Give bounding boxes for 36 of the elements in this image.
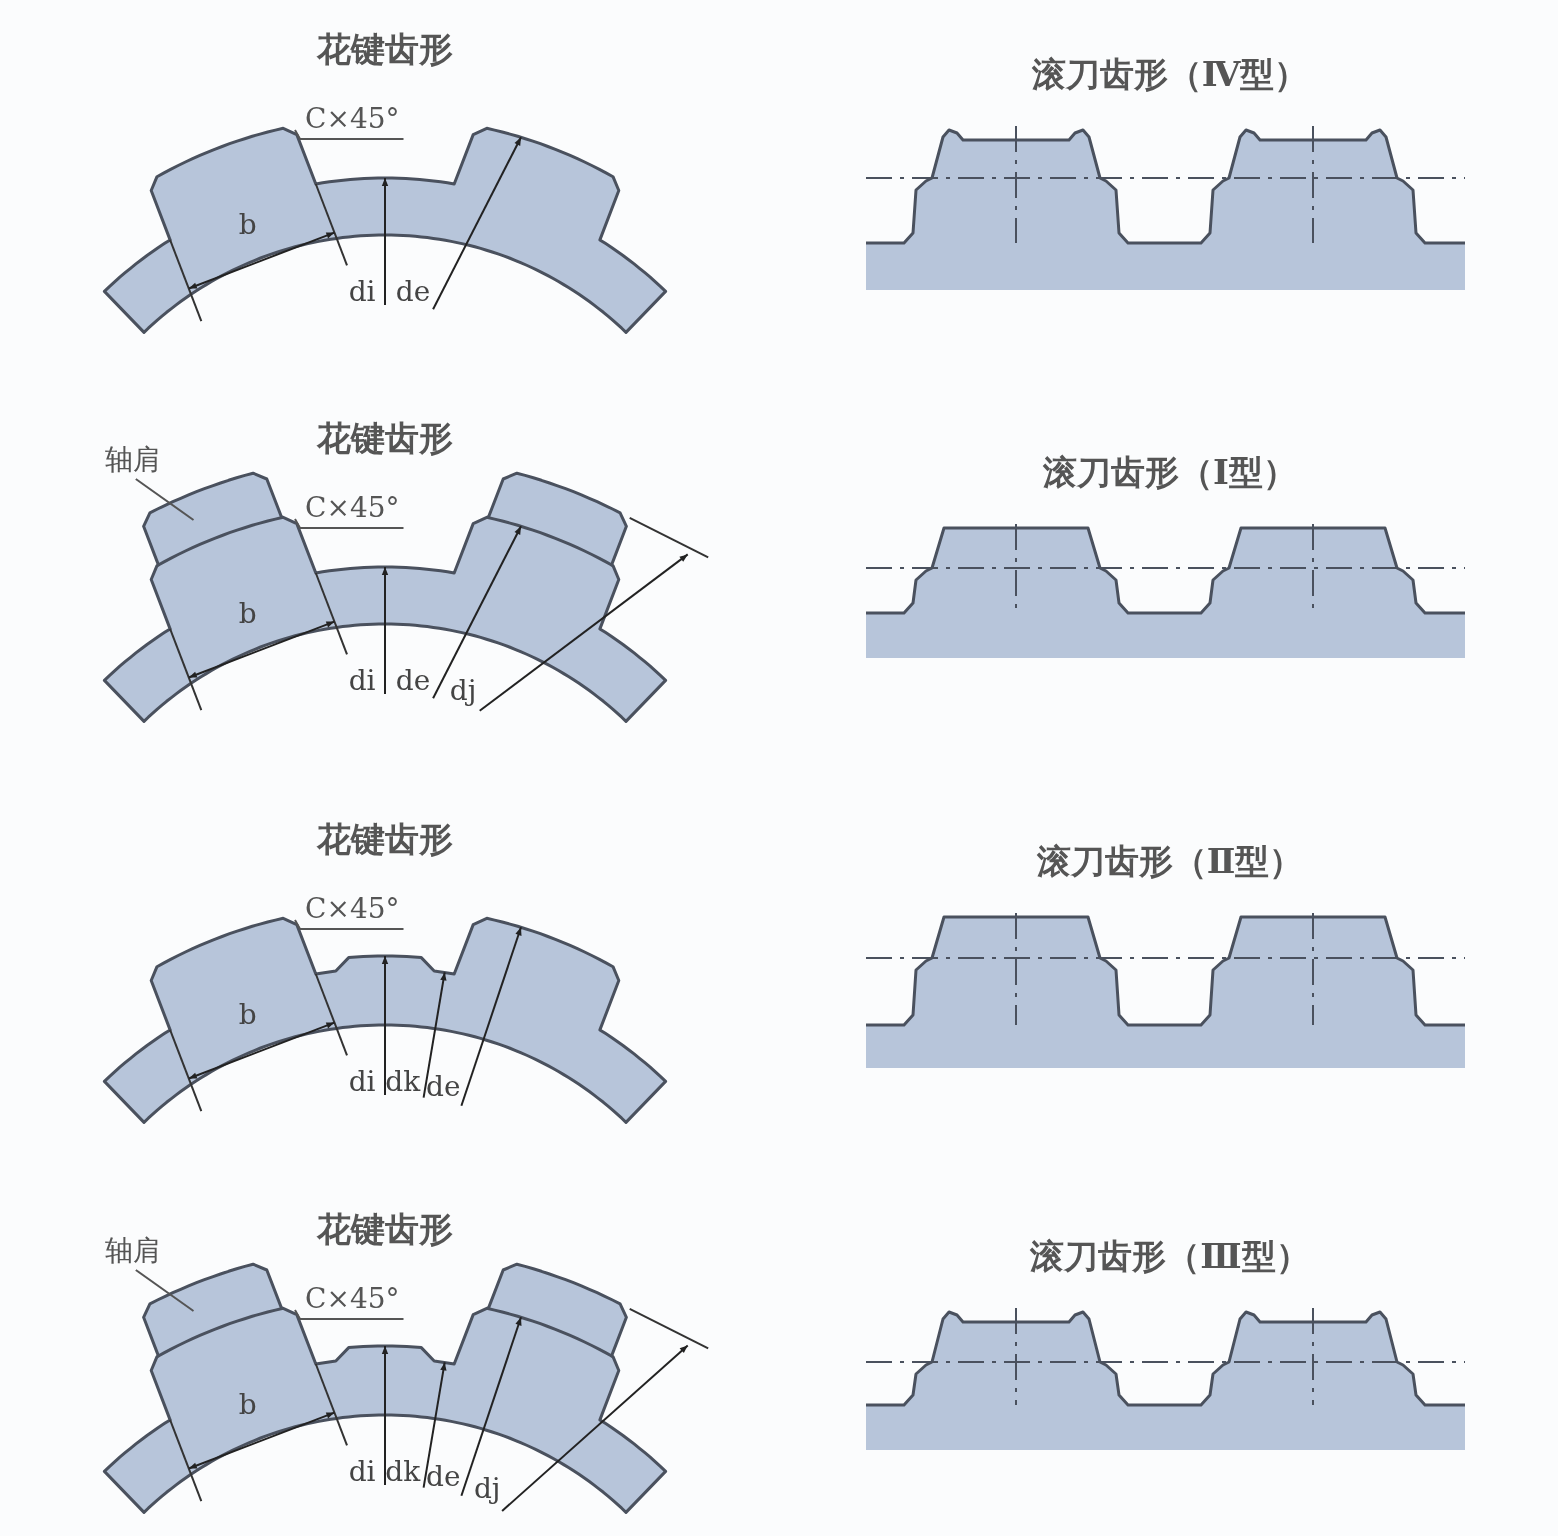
annotation-text: C×45° [305, 491, 400, 525]
leader-line [294, 918, 405, 930]
dimension-label: de [425, 1459, 461, 1493]
drawing-title: 花键齿形 [317, 818, 453, 861]
drawing-title: 滚刀齿形（Ⅳ型） [1031, 53, 1309, 96]
leader-line [134, 1269, 195, 1312]
part-label: 轴肩 [105, 443, 161, 477]
dimension-label: de [425, 1069, 461, 1103]
annotation-text: C×45° [305, 1282, 400, 1316]
leader-line [294, 517, 405, 529]
dimension-label: dk [385, 1064, 421, 1098]
part-label: 轴肩 [105, 1234, 161, 1268]
dimension-label: b [238, 997, 257, 1031]
dimension-label: b [238, 207, 257, 241]
dimension-label: di [348, 274, 376, 308]
leader-line [134, 478, 195, 521]
dimension-label: de [395, 663, 431, 697]
dimension-label: b [238, 1387, 257, 1421]
dimension-label: di [348, 663, 376, 697]
dimension-label: dk [385, 1454, 421, 1488]
annotation-text: C×45° [305, 892, 400, 926]
dimension-label: b [238, 596, 257, 630]
dimension-label: de [395, 274, 431, 308]
drawing-title: 滚刀齿形（Ⅱ型） [1036, 840, 1304, 883]
dimension-label: dj [449, 673, 477, 707]
leader-line [294, 1308, 405, 1320]
drawing-title: 花键齿形 [317, 417, 453, 460]
dimension-label: di [348, 1454, 376, 1488]
drawing-title: 花键齿形 [317, 28, 453, 71]
drawing-title: 滚刀齿形（Ⅲ型） [1030, 1235, 1310, 1278]
drawing-title: 滚刀齿形（Ⅰ型） [1043, 451, 1297, 494]
dimension-label: dj [473, 1472, 501, 1505]
dimension-label: di [348, 1064, 376, 1098]
leader-line [294, 128, 405, 140]
drawing-title: 花键齿形 [317, 1208, 453, 1251]
annotation-text: C×45° [305, 102, 400, 136]
